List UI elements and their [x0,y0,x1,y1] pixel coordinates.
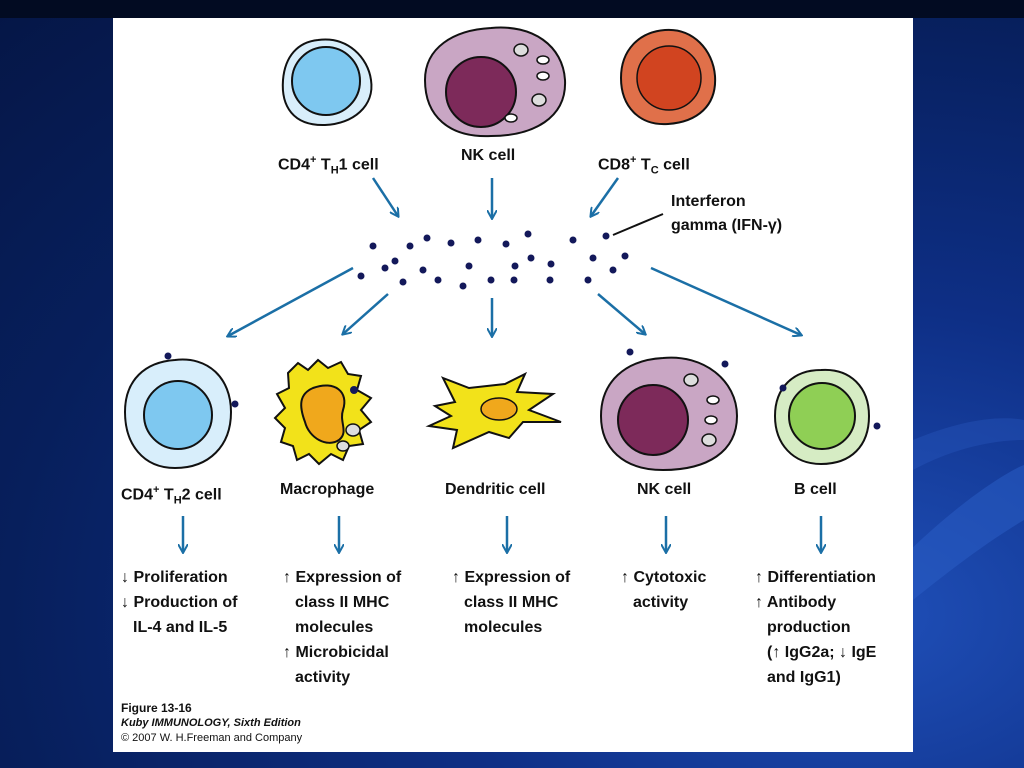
cd4-th2-cell [123,352,239,470]
ifn-label-line1: Interferon [671,193,746,210]
nk-cell-top-label: NK cell [461,147,516,164]
nk-cell-bottom-label: NK cell [637,481,692,498]
macrophage-cell [273,358,373,466]
diagram-canvas [123,26,881,752]
figure-caption: Figure 13-16 Kuby IMMUNOLOGY, Sixth Edit… [121,701,302,746]
arrow-ifn-to-nk [597,293,645,334]
nk-cell-top [423,26,567,138]
cd8-tc-cell [619,28,717,126]
nk-cell-bottom [599,348,739,472]
figure-number: Figure 13-16 [121,701,192,715]
arrow-ifn-to-macrophage [343,293,389,334]
arrow-th1-to-ifn [371,177,398,216]
dendritic-cell [425,371,562,450]
nk-effects: ↑ Cytotoxic activity [621,569,707,611]
b-cell-label: B cell [794,481,837,498]
arrow-ifn-to-bcell [650,266,801,335]
ifn-gamma-molecules [357,230,629,290]
figure-panel: CD4+ TH1 cell NK cell CD8+ TC cell Inter… [113,18,913,752]
book-title: Kuby IMMUNOLOGY, Sixth Edition [121,717,301,729]
ifn-leader-line [612,213,664,236]
cd4-th1-cell [281,38,373,127]
ifn-label-line2: gamma (IFN-γ) [671,217,783,234]
arrow-ifn-to-th2 [228,266,354,336]
dendritic-cell-label: Dendritic cell [445,481,546,498]
slide-top-bar [0,0,1024,18]
tc-cell-label: CD8+ TC cell [598,154,690,177]
macrophage-effects: ↑ Expression of class II MHC molecules ↑… [283,569,402,686]
copyright-text: © 2007 W. H.Freeman and Company [121,732,303,744]
b-cell [773,368,881,466]
th1-cell-label: CD4+ TH1 cell [278,154,379,177]
macrophage-label: Macrophage [280,481,375,498]
arrow-tc-to-ifn [591,177,620,216]
th2-effects: ↓ Proliferation ↓ Production of IL-4 and… [121,569,238,636]
dendritic-effects: ↑ Expression of class II MHC molecules [452,569,571,636]
bcell-effects: ↑ Differentiation ↑ Antibody production … [755,569,877,686]
th2-cell-label: CD4+ TH2 cell [121,484,222,507]
